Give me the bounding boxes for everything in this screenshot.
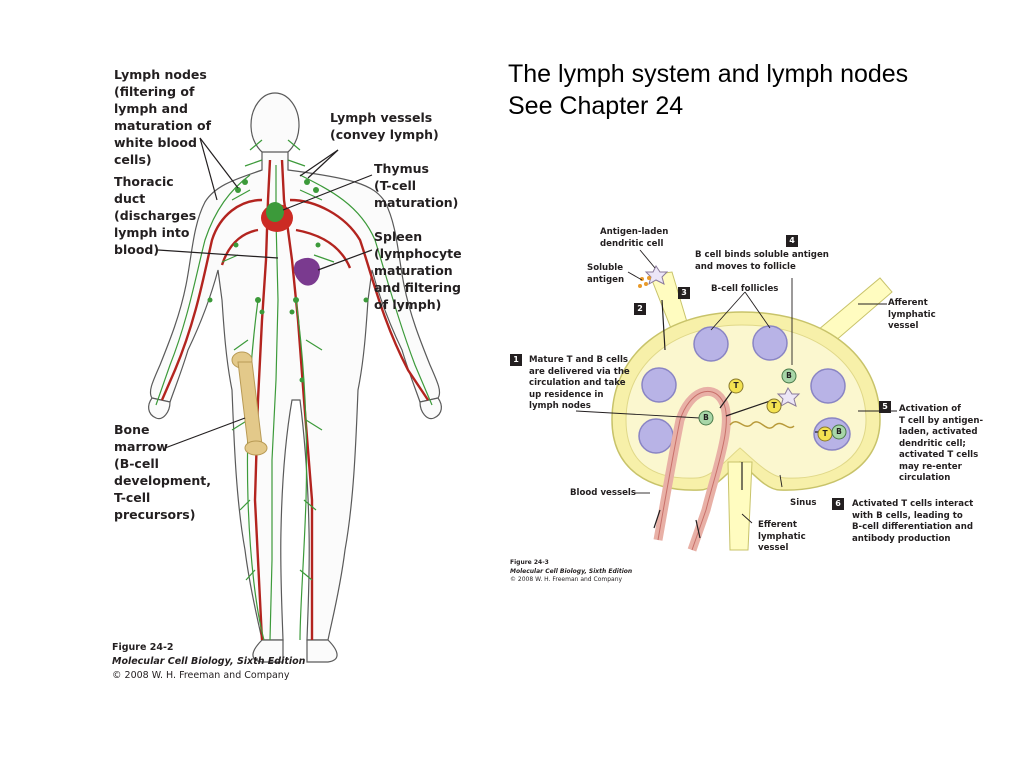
node-figure-caption: Figure 24-3 Molecular Cell Biology, Sixt… xyxy=(510,559,632,585)
b-cell-3: B xyxy=(836,427,842,436)
caption-figure-number: Figure 24-2 xyxy=(112,642,174,653)
lymph-vessel-network xyxy=(155,139,433,641)
label-bone-marrow: Bone marrow (B-cell development, T-cell … xyxy=(114,422,211,522)
label-activated-t-cells-interact: Activated T cells interact with B cells,… xyxy=(852,499,974,544)
label-antigen-laden-dendritic-cell: Antigen-laden dendritic cell xyxy=(600,227,669,249)
left-hand xyxy=(148,397,171,420)
step-3-badge: 3 xyxy=(678,287,690,299)
label-b-cell-follicles: B-cell follicles xyxy=(711,284,779,294)
step-2-badge: 2 xyxy=(634,303,646,315)
right-hand xyxy=(419,397,442,420)
step-6-badge: 6 xyxy=(832,498,844,510)
spleen xyxy=(293,257,320,286)
title-line-1: The lymph system and lymph nodes xyxy=(508,60,909,88)
label-soluble-antigen: Soluble antigen xyxy=(587,263,625,285)
label-thymus: Thymus (T-cell maturation) xyxy=(374,161,459,210)
b-cell-follicles xyxy=(638,325,851,454)
label-efferent-lymphatic-vessel: Efferent lymphatic vessel xyxy=(758,520,806,553)
caption-copyright: © 2008 W. H. Freeman and Company xyxy=(112,670,290,681)
label-thoracic-duct: Thoracic duct (discharges lymph into blo… xyxy=(114,174,197,257)
label-lymph-nodes: Lymph nodes (filtering of lymph and matu… xyxy=(114,67,212,167)
t-cell-3: T xyxy=(822,429,828,438)
b-cell-2: B xyxy=(703,413,709,422)
node-caption-figure-number: Figure 24-3 xyxy=(510,559,549,566)
dendritic-cells xyxy=(644,265,801,408)
t-cell-2: T xyxy=(771,401,777,410)
title-line-2: See Chapter 24 xyxy=(508,92,684,120)
blood-vessel-outline xyxy=(657,390,727,551)
label-sinus: Sinus xyxy=(790,498,817,508)
t-cell-1: T xyxy=(733,381,739,390)
femur-bone-marrow xyxy=(231,351,268,456)
label-spleen: Spleen (lymphocyte maturation and filter… xyxy=(374,229,462,312)
efferent-vessel xyxy=(727,461,753,551)
lymph-node-dots xyxy=(207,179,369,383)
body-label-leader-lines xyxy=(157,137,373,449)
label-lymph-vessels: Lymph vessels (convey lymph) xyxy=(330,110,439,142)
b-cell-1: B xyxy=(786,371,792,380)
lymph-node-inner xyxy=(625,324,867,479)
caption-book-title: Molecular Cell Biology, Sixth Edition xyxy=(112,656,306,667)
node-caption-book-title: Molecular Cell Biology, Sixth Edition xyxy=(510,567,633,575)
node-arrows xyxy=(653,299,842,539)
label-mature-t-b-cells: Mature T and B cells are delivered via t… xyxy=(529,355,630,411)
left-foot xyxy=(252,639,284,663)
step-1-badge: 1 xyxy=(510,354,522,366)
soluble-antigen-dots xyxy=(638,276,651,288)
label-activation-of-t-cell: Activation of T cell by antigen- laden, … xyxy=(899,404,984,483)
label-afferent-lymphatic-vessel: Afferent lymphatic vessel xyxy=(888,298,936,331)
lymphocyte-cells xyxy=(698,368,847,442)
step-5-badge: 5 xyxy=(879,401,891,413)
label-blood-vessels: Blood vessels xyxy=(570,488,636,498)
step-4-badge: 4 xyxy=(786,235,798,247)
label-b-cell-binds: B cell binds soluble antigen and moves t… xyxy=(695,250,829,272)
thymus xyxy=(266,202,284,222)
node-caption-copyright: © 2008 W. H. Freeman and Company xyxy=(510,576,623,583)
sinus-line xyxy=(729,421,795,429)
body-figure-caption: Figure 24-2 Molecular Cell Biology, Sixt… xyxy=(112,641,305,683)
slide-title: The lymph system and lymph nodes See Cha… xyxy=(508,58,908,122)
right-foot xyxy=(306,639,338,663)
